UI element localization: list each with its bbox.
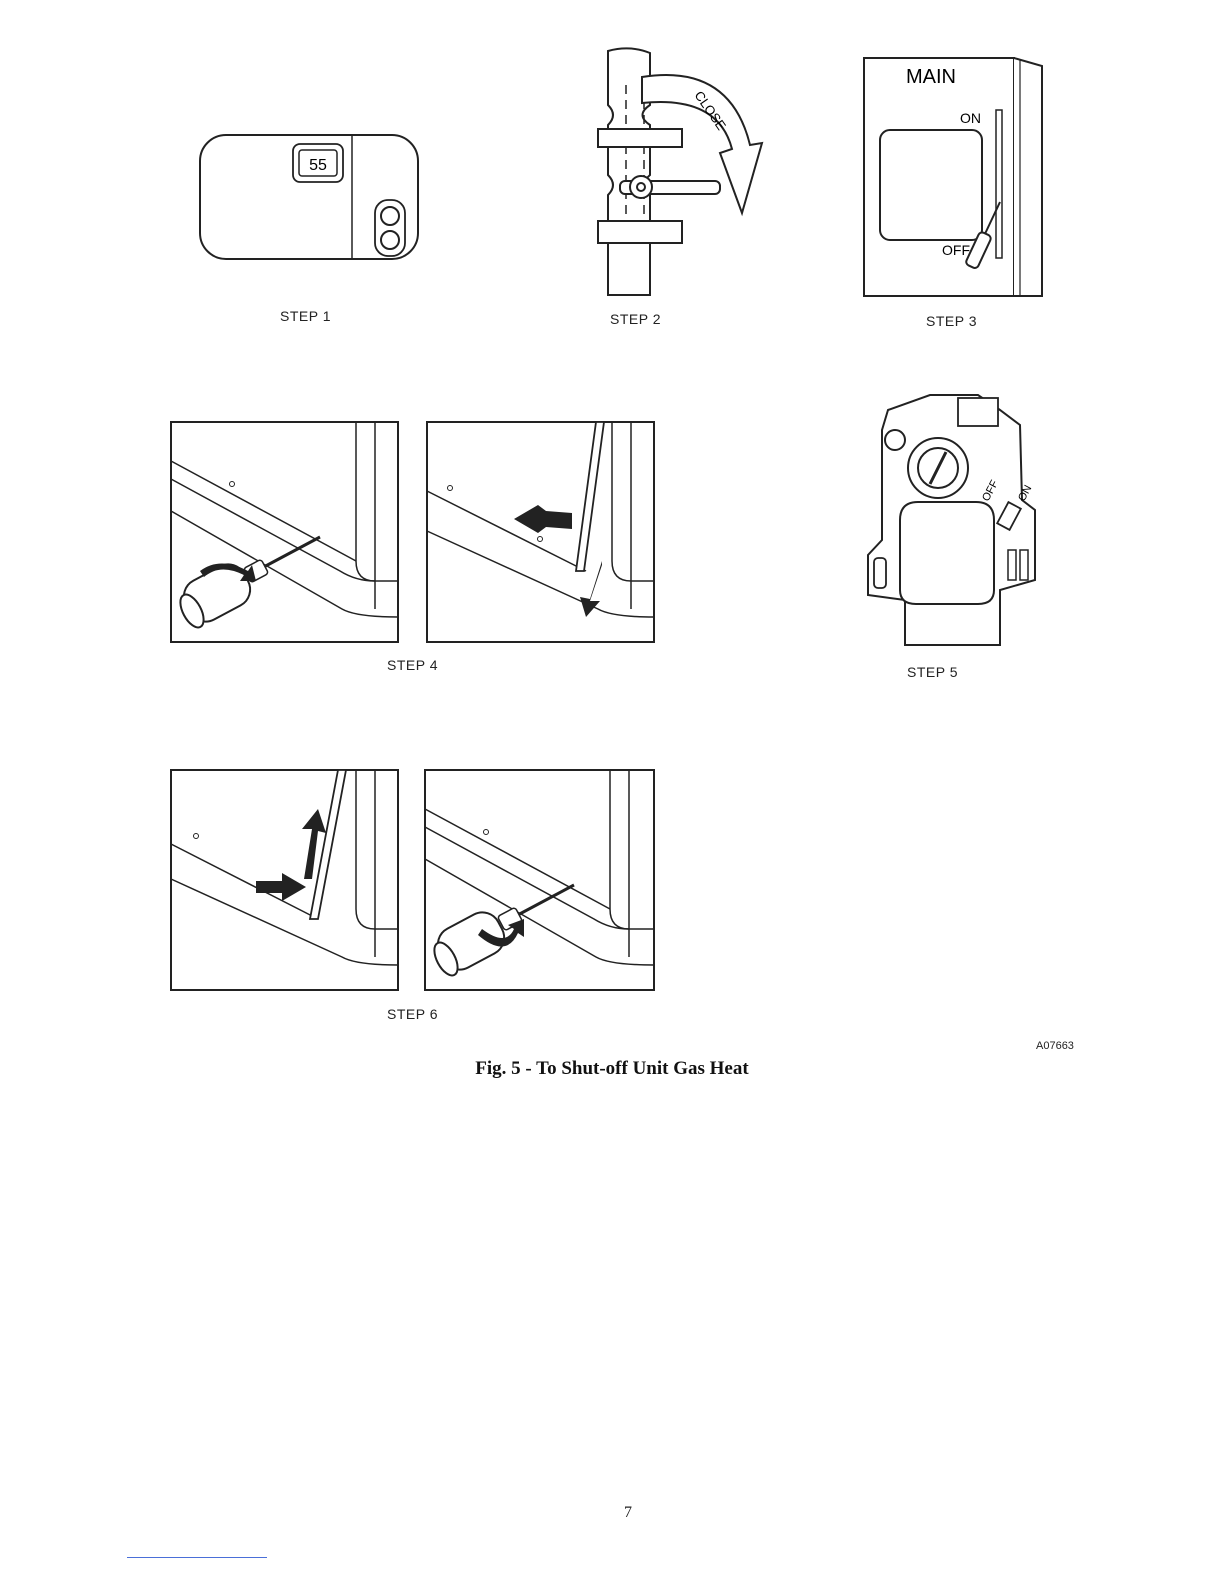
step-2-label: STEP 2 bbox=[610, 311, 661, 327]
page-number: 7 bbox=[0, 1504, 1224, 1522]
step-6-label: STEP 6 bbox=[387, 1006, 438, 1022]
switch-on-text: ON bbox=[960, 110, 981, 126]
figure-caption: Fig. 5 - To Shut-off Unit Gas Heat bbox=[0, 1058, 1224, 1080]
thermostat-illustration: 55 bbox=[195, 130, 425, 265]
step4-panel-removal bbox=[426, 421, 656, 644]
gas-valve-illustration: CLOSE bbox=[590, 45, 770, 300]
main-switch-illustration: MAIN ON OFF bbox=[860, 52, 1050, 302]
step6-panel-install bbox=[170, 769, 400, 992]
step-3-label: STEP 3 bbox=[926, 313, 977, 329]
step-4-label: STEP 4 bbox=[387, 657, 438, 673]
step-5-label: STEP 5 bbox=[907, 664, 958, 680]
thermostat-display-text: 55 bbox=[309, 157, 327, 174]
gas-control-valve-illustration: OFF ON bbox=[860, 390, 1050, 660]
step4-screwdriver-panel bbox=[170, 421, 400, 644]
figure-id: A07663 bbox=[1036, 1040, 1074, 1052]
switch-off-text: OFF bbox=[942, 242, 970, 258]
switch-title-text: MAIN bbox=[906, 66, 956, 88]
step-1-label: STEP 1 bbox=[280, 308, 331, 324]
footer-rule bbox=[127, 1557, 267, 1558]
step6-screwdriver-panel bbox=[424, 769, 656, 992]
